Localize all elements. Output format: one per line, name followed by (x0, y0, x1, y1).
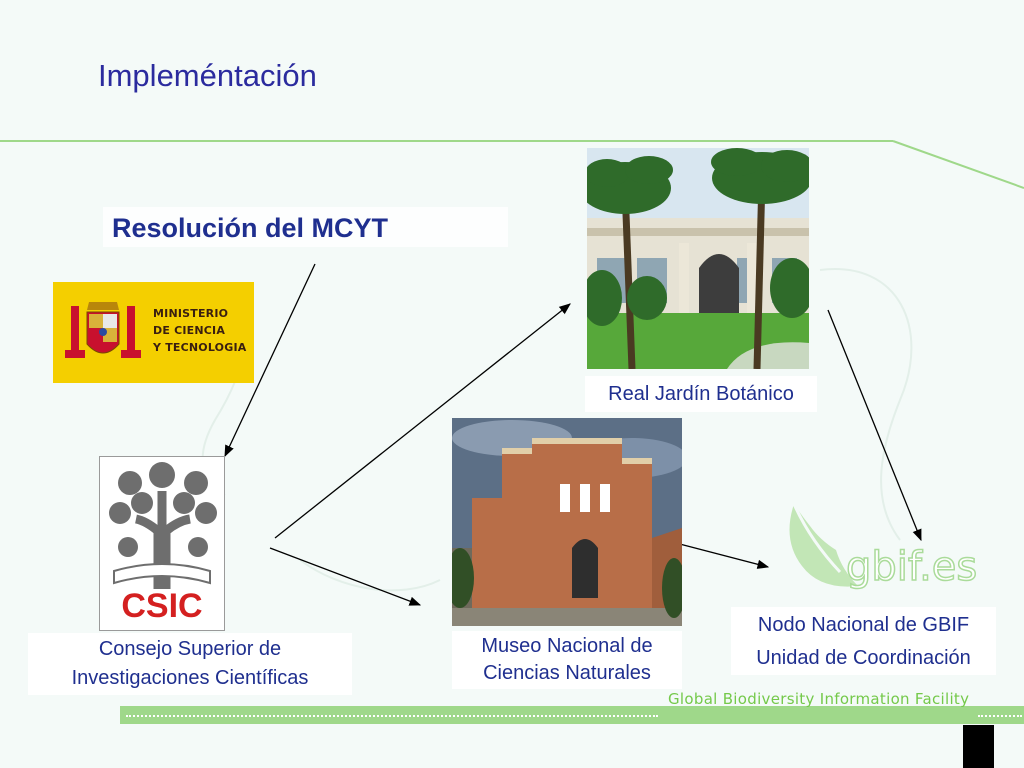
gbif-wordmark: gbif.es (845, 543, 978, 591)
gbif-caption: Nodo Nacional de GBIF Unidad de Coordina… (731, 607, 996, 675)
real-jardin-botanico-photo (587, 148, 809, 369)
arrow-museo-to-gbif (671, 541, 770, 569)
museo-caption-line-1: Museo Nacional de (481, 635, 653, 657)
gbif-caption-line-1: Nodo Nacional de GBIF (757, 614, 970, 636)
gbif-caption-line-2: Unidad de Coordinación (756, 647, 971, 669)
footer-dots-right (978, 715, 1022, 717)
arrow-rjb-to-gbif (827, 309, 922, 542)
footer-dots-left (126, 715, 658, 717)
gbif-logo: gbif.es (780, 500, 994, 596)
ministerio-line-2: DE CIENCIA (153, 324, 226, 337)
ministerio-logo: MINISTERIO DE CIENCIA Y TECNOLOGIA (53, 282, 254, 383)
museo-ciencias-naturales-photo (452, 418, 682, 626)
footer-bar (120, 706, 1024, 724)
csic-caption: Consejo Superior de Investigaciones Cien… (28, 633, 352, 695)
black-corner-box (963, 725, 994, 768)
csic-caption-line-2: Investigaciones Científicas (71, 667, 309, 689)
footer-text: Global Biodiversity Information Facility (668, 690, 970, 708)
slide-title: Impleméntación (98, 58, 317, 93)
ministerio-line-3: Y TECNOLOGIA (153, 341, 247, 354)
ministerio-line-1: MINISTERIO (153, 307, 229, 320)
top-divider-line (0, 140, 1024, 189)
csic-wordmark: CSIC (121, 587, 203, 625)
museo-caption: Museo Nacional de Ciencias Naturales (452, 631, 682, 689)
csic-caption-line-1: Consejo Superior de (98, 638, 282, 660)
museo-caption-line-2: Ciencias Naturales (483, 662, 651, 684)
gbif-leaf-icon (789, 503, 858, 587)
csic-tree-icon (109, 462, 217, 589)
rjb-caption: Real Jardín Botánico (585, 376, 817, 412)
arrow-csic-to-rjb (274, 303, 571, 539)
csic-logo: CSIC (99, 456, 225, 631)
resolution-label: Resolución del MCYT (103, 207, 508, 247)
arrow-csic-to-museo (269, 547, 422, 606)
spanish-coat-of-arms-icon (65, 302, 141, 358)
arrow-mcyt-to-csic (224, 263, 316, 458)
